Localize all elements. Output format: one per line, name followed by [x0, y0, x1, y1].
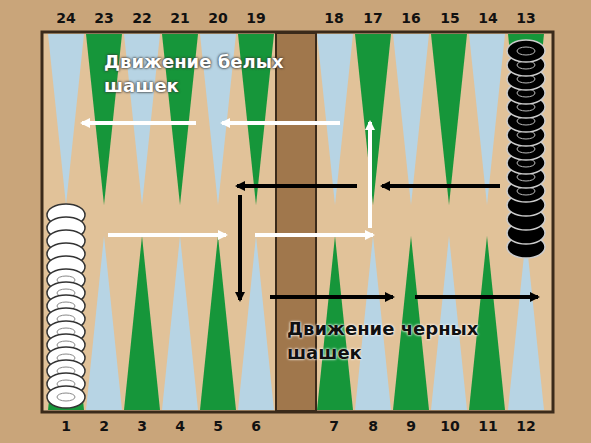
point-number: 17 — [363, 10, 382, 26]
board-point — [162, 236, 198, 410]
checker — [47, 386, 85, 408]
point-number: 5 — [213, 418, 223, 434]
point-number: 4 — [175, 418, 185, 434]
checker-mark — [57, 393, 75, 401]
point-number: 20 — [208, 10, 227, 26]
point-number: 8 — [368, 418, 378, 434]
point-number: 11 — [478, 418, 497, 434]
board-point — [48, 236, 84, 410]
point-number: 12 — [516, 418, 535, 434]
white-move-arrows — [82, 122, 373, 235]
point-number: 23 — [94, 10, 113, 26]
board-point — [124, 236, 160, 410]
black-move-arrows — [237, 186, 538, 300]
point-number: 6 — [251, 418, 261, 434]
board-point — [48, 34, 84, 205]
board-point — [317, 34, 353, 205]
point-number: 15 — [440, 10, 459, 26]
checker-stacks — [47, 40, 545, 408]
board-frame — [42, 32, 553, 412]
point-number: 13 — [516, 10, 535, 26]
point-number: 3 — [137, 418, 147, 434]
board-points — [48, 34, 544, 410]
point-number: 24 — [56, 10, 75, 26]
direction-caption: Движение черных шашек — [287, 317, 537, 365]
board-point — [431, 34, 467, 205]
board-point — [393, 34, 429, 205]
direction-caption: Движение белых шашек — [104, 50, 344, 98]
point-number: 10 — [440, 418, 459, 434]
board-point — [200, 236, 236, 410]
checker-mark — [517, 47, 535, 55]
point-number: 9 — [406, 418, 416, 434]
point-number: 7 — [329, 418, 339, 434]
point-number: 14 — [478, 10, 497, 26]
board-point — [469, 34, 505, 205]
point-number: 1 — [61, 418, 71, 434]
point-number: 22 — [132, 10, 151, 26]
checker — [507, 40, 545, 62]
point-number: 2 — [99, 418, 109, 434]
board-point — [508, 34, 544, 205]
board-point — [238, 236, 274, 410]
point-number: 21 — [170, 10, 189, 26]
point-number: 16 — [401, 10, 420, 26]
board-point — [86, 236, 122, 410]
point-number: 18 — [324, 10, 343, 26]
board-point — [355, 34, 391, 205]
board-point — [508, 236, 544, 410]
point-number: 19 — [246, 10, 265, 26]
